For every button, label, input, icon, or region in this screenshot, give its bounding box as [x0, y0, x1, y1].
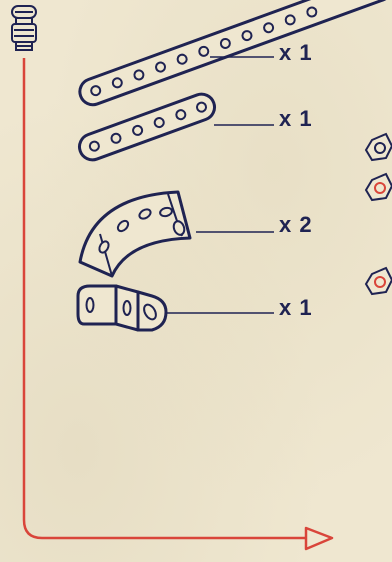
nut-icon	[366, 268, 392, 294]
quantity-label: x 1	[279, 297, 313, 319]
curved-strip-icon	[80, 192, 190, 276]
quantity-label: x 1	[279, 42, 313, 64]
quantity-label: x 2	[279, 214, 313, 236]
bolt-icon	[12, 6, 36, 50]
quantity-label: x 1	[279, 108, 313, 130]
double-bent-strip-icon	[78, 286, 166, 330]
long-strip-icon	[76, 0, 392, 108]
nut-icon	[366, 134, 392, 160]
nut-icon	[366, 174, 392, 200]
